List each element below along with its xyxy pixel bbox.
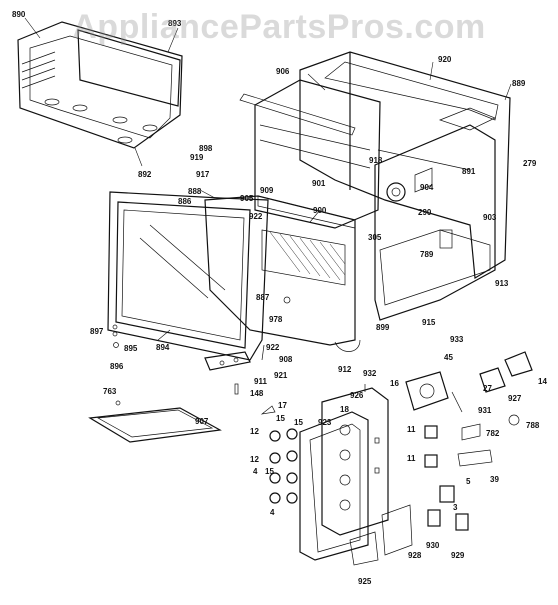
callout-896: 896 [110, 362, 124, 371]
callout-15-upper-left: 15 [276, 414, 285, 423]
callout-892: 892 [138, 170, 152, 179]
callout-12-lower: 12 [250, 455, 259, 464]
callout-913: 913 [495, 279, 509, 288]
callout-899: 899 [376, 323, 390, 332]
callout-904: 904 [420, 183, 434, 192]
callout-909: 909 [260, 186, 274, 195]
callout-925: 925 [358, 577, 372, 586]
callout-305: 305 [368, 233, 382, 242]
callout-933: 933 [450, 335, 464, 344]
callout-789: 789 [420, 250, 434, 259]
callout-917: 917 [196, 170, 210, 179]
callout-894: 894 [156, 343, 170, 352]
callout-45: 45 [444, 353, 453, 362]
callout-921: 921 [274, 371, 288, 380]
callout-39: 39 [490, 475, 499, 484]
callout-897: 897 [90, 327, 104, 336]
callout-922-lower: 922 [266, 343, 280, 352]
callout-5: 5 [466, 477, 471, 486]
oven-cabinet [239, 51, 512, 321]
callout-928: 928 [408, 551, 422, 560]
callout-912: 912 [338, 365, 352, 374]
oven-door-with-window [107, 189, 269, 361]
callout-12-upper: 12 [250, 427, 259, 436]
oven-liner [204, 195, 361, 352]
callout-920: 920 [438, 55, 452, 64]
callout-279: 279 [523, 159, 537, 168]
callout-888: 888 [188, 187, 202, 196]
callout-926: 926 [350, 391, 364, 400]
callout-931: 931 [478, 406, 492, 415]
callout-15-lower: 15 [265, 467, 274, 476]
callout-915: 915 [422, 318, 436, 327]
callout-890: 890 [12, 10, 26, 19]
callout-11-upper: 11 [407, 425, 416, 434]
callout-11-lower: 11 [407, 454, 416, 463]
callout-906: 906 [276, 67, 290, 76]
callout-887: 887 [256, 293, 270, 302]
door-hinge-parts [112, 296, 291, 395]
callout-4-lower: 4 [270, 508, 275, 517]
callout-16: 16 [390, 379, 399, 388]
callout-891: 891 [462, 167, 476, 176]
callout-148: 148 [250, 389, 264, 398]
callout-889: 889 [512, 79, 526, 88]
clock-and-switches [364, 351, 533, 531]
callout-18: 18 [340, 405, 349, 414]
callout-930: 930 [426, 541, 440, 550]
callout-3: 3 [453, 503, 458, 512]
callout-978: 978 [269, 315, 283, 324]
callout-927: 927 [508, 394, 522, 403]
broiler-drawer-pan [88, 400, 222, 443]
callout-919: 919 [190, 153, 204, 162]
door-inner-panel [17, 17, 183, 167]
callout-4-upper: 4 [253, 467, 258, 476]
callout-17: 17 [278, 401, 287, 410]
callout-923: 923 [318, 418, 332, 427]
callout-918: 918 [369, 156, 383, 165]
callout-14: 14 [538, 377, 547, 386]
callout-905: 905 [240, 194, 254, 203]
callout-907: 907 [195, 417, 209, 426]
callout-782: 782 [486, 429, 500, 438]
callout-895: 895 [124, 344, 138, 353]
callout-908: 908 [279, 355, 293, 364]
callout-labels: 890 893 892 906 920 889 898 919 918 279 … [12, 10, 547, 586]
callout-932: 932 [363, 369, 377, 378]
callout-929: 929 [451, 551, 465, 560]
callout-900: 900 [313, 206, 327, 215]
control-backguard [299, 387, 413, 566]
callout-886: 886 [178, 197, 192, 206]
callout-27: 27 [483, 384, 492, 393]
callout-922-upper: 922 [249, 212, 263, 221]
callout-903: 903 [483, 213, 497, 222]
callout-15-upper-right: 15 [294, 418, 303, 427]
callout-893: 893 [168, 19, 182, 28]
callout-911: 911 [254, 377, 267, 386]
callout-898: 898 [199, 144, 213, 153]
control-knobs [260, 405, 298, 504]
callout-788: 788 [526, 421, 540, 430]
callout-901: 901 [312, 179, 326, 188]
callout-763: 763 [103, 387, 117, 396]
callout-290: 290 [418, 208, 432, 217]
